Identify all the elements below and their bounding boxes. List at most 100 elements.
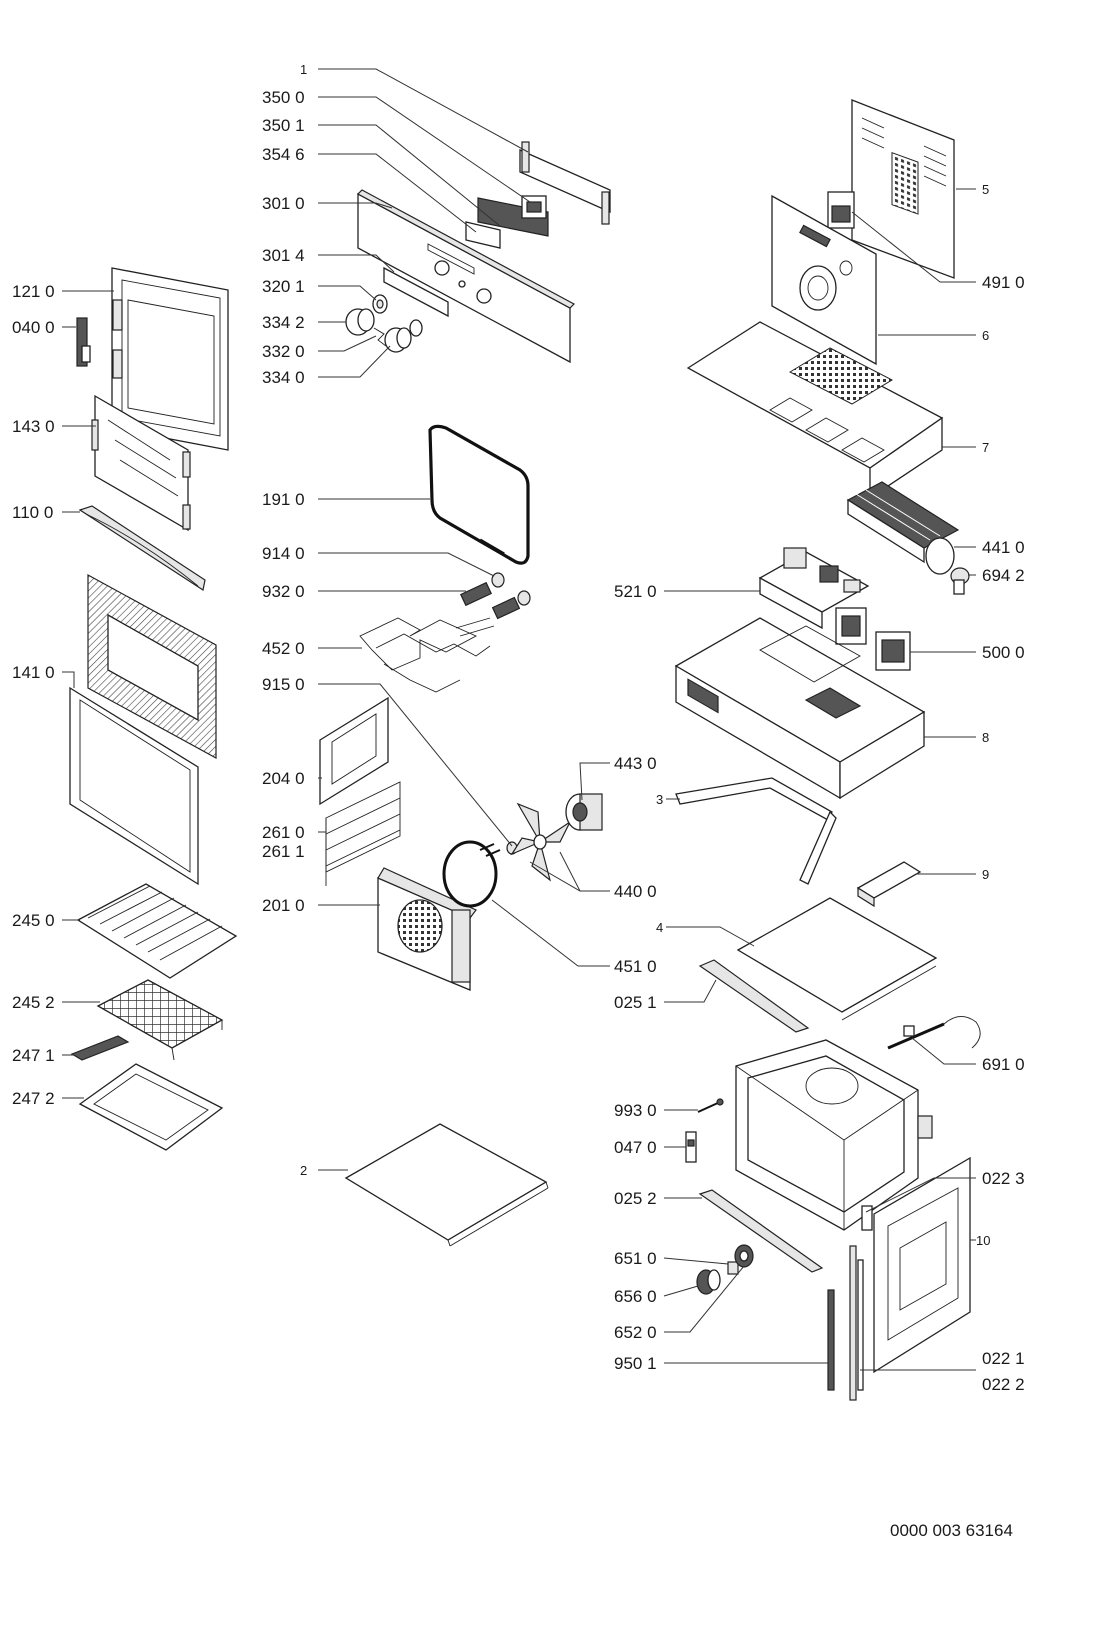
label-245-0: 245 0: [12, 911, 55, 930]
fan-motor: [565, 793, 603, 831]
label-204-0: 204 0: [262, 769, 305, 788]
document-number: 0000 003 63164: [890, 1521, 1013, 1540]
label-441-0: 441 0: [982, 538, 1025, 557]
control-housing-tray: [674, 617, 926, 800]
temperature-sensor: [887, 1016, 981, 1050]
label-047-0: 047 0: [614, 1138, 657, 1157]
electronic-timer-module: [477, 195, 549, 237]
top-heating-element: [359, 617, 495, 693]
cavity-side-panel: [873, 1156, 971, 1374]
door-hinge: [76, 317, 91, 367]
safety-thermostat: [950, 567, 970, 595]
label-652-0: 652 0: [614, 1323, 657, 1342]
label-334-2: 334 2: [262, 313, 305, 332]
door-handle-profile: [78, 505, 206, 591]
control-panel-bracket: [519, 141, 611, 225]
rotary-knob: [696, 1269, 721, 1295]
label-651-0: 651 0: [614, 1249, 657, 1268]
label-6: 6: [982, 328, 989, 343]
label-915-0: 915 0: [262, 675, 305, 694]
lamp-socket: [727, 1261, 739, 1275]
label-025-2: 025 2: [614, 1189, 657, 1208]
label-691-0: 691 0: [982, 1055, 1025, 1074]
side-mounting-bracket: [675, 777, 837, 885]
telescopic-rails: [325, 781, 401, 886]
grill-grid: [96, 979, 224, 1061]
label-2: 2: [300, 1163, 307, 1178]
terminal-block: [827, 191, 855, 229]
ring-heating-element: [442, 840, 501, 908]
leader-lines: [62, 68, 976, 1371]
lamp-cover: [491, 572, 531, 606]
label-1: 1: [300, 62, 307, 77]
front-lower-strip: [698, 1189, 824, 1273]
label-301-4: 301 4: [262, 246, 305, 265]
label-350-1: 350 1: [262, 116, 305, 135]
label-521-0: 521 0: [614, 582, 657, 601]
vertical-side-rails: [849, 1245, 864, 1401]
label-334-0: 334 0: [262, 368, 305, 387]
label-022-1: 022 1: [982, 1349, 1025, 1368]
label-040-0: 040 0: [12, 318, 55, 337]
label-500-0: 500 0: [982, 643, 1025, 662]
control-panel: [357, 189, 575, 364]
top-cover-plate: [686, 321, 944, 500]
label-950-1: 950 1: [614, 1354, 657, 1373]
side-panel-clip: [861, 1205, 873, 1231]
fixing-screw: [697, 1098, 724, 1113]
outer-door-panel: [69, 573, 217, 886]
label-022-3: 022 3: [982, 1169, 1025, 1188]
tangential-cooling-fan: [846, 481, 960, 575]
lamp-holder: [459, 581, 521, 620]
label-451-0: 451 0: [614, 957, 657, 976]
label-025-1: 025 1: [614, 993, 657, 1012]
door-glass-pane: [91, 394, 191, 532]
label-932-0: 932 0: [262, 582, 305, 601]
control-knob-lower: [384, 327, 412, 353]
label-3: 3: [656, 792, 663, 807]
label-261-0: 261 0: [262, 823, 305, 842]
oven-door-gasket: [428, 424, 530, 565]
label-354-6: 354 6: [262, 145, 305, 164]
label-350-0: 350 0: [262, 88, 305, 107]
label-452-0: 452 0: [262, 639, 305, 658]
knob-bushing: [372, 294, 388, 314]
label-993-0: 993 0: [614, 1101, 657, 1120]
label-332-0: 332 0: [262, 342, 305, 361]
label-247-1: 247 1: [12, 1046, 55, 1065]
intermediate-plate: [736, 897, 938, 1021]
control-knob-upper: [345, 308, 375, 336]
knob-adapter: [734, 1244, 754, 1268]
electronic-control-board: [758, 547, 870, 630]
fan-cover-panel: [377, 867, 477, 991]
label-141-0: 141 0: [12, 663, 55, 682]
oven-cavity: [735, 1039, 933, 1231]
label-440-0: 440 0: [614, 882, 657, 901]
drip-tray: [78, 1063, 224, 1151]
label-247-2: 247 2: [12, 1089, 55, 1108]
label-7: 7: [982, 440, 989, 455]
fan-blade: [510, 802, 572, 882]
label-9: 9: [982, 867, 989, 882]
label-261-1: 261 1: [262, 842, 305, 861]
grid-handle: [70, 1035, 130, 1061]
label-914-0: 914 0: [262, 544, 305, 563]
label-8: 8: [982, 730, 989, 745]
selector-switches: [835, 607, 911, 671]
label-245-2: 245 2: [12, 993, 55, 1012]
hinge-receiver: [685, 1131, 697, 1163]
display-window: [465, 221, 501, 249]
label-191-0: 191 0: [262, 490, 305, 509]
label-201-0: 201 0: [262, 896, 305, 915]
small-support-bracket: [856, 861, 922, 908]
knob-bushing-lower: [409, 319, 423, 337]
wire-shelf: [76, 883, 238, 979]
label-656-0: 656 0: [614, 1287, 657, 1306]
label-143-0: 143 0: [12, 417, 55, 436]
bottom-plate: [344, 1123, 549, 1247]
label-121-0: 121 0: [12, 282, 55, 301]
label-5: 5: [982, 182, 989, 197]
part-labels: 1 350 0 350 1 354 6 301 0 301 4 320 1 33…: [12, 62, 1025, 1540]
label-301-0: 301 0: [262, 194, 305, 213]
